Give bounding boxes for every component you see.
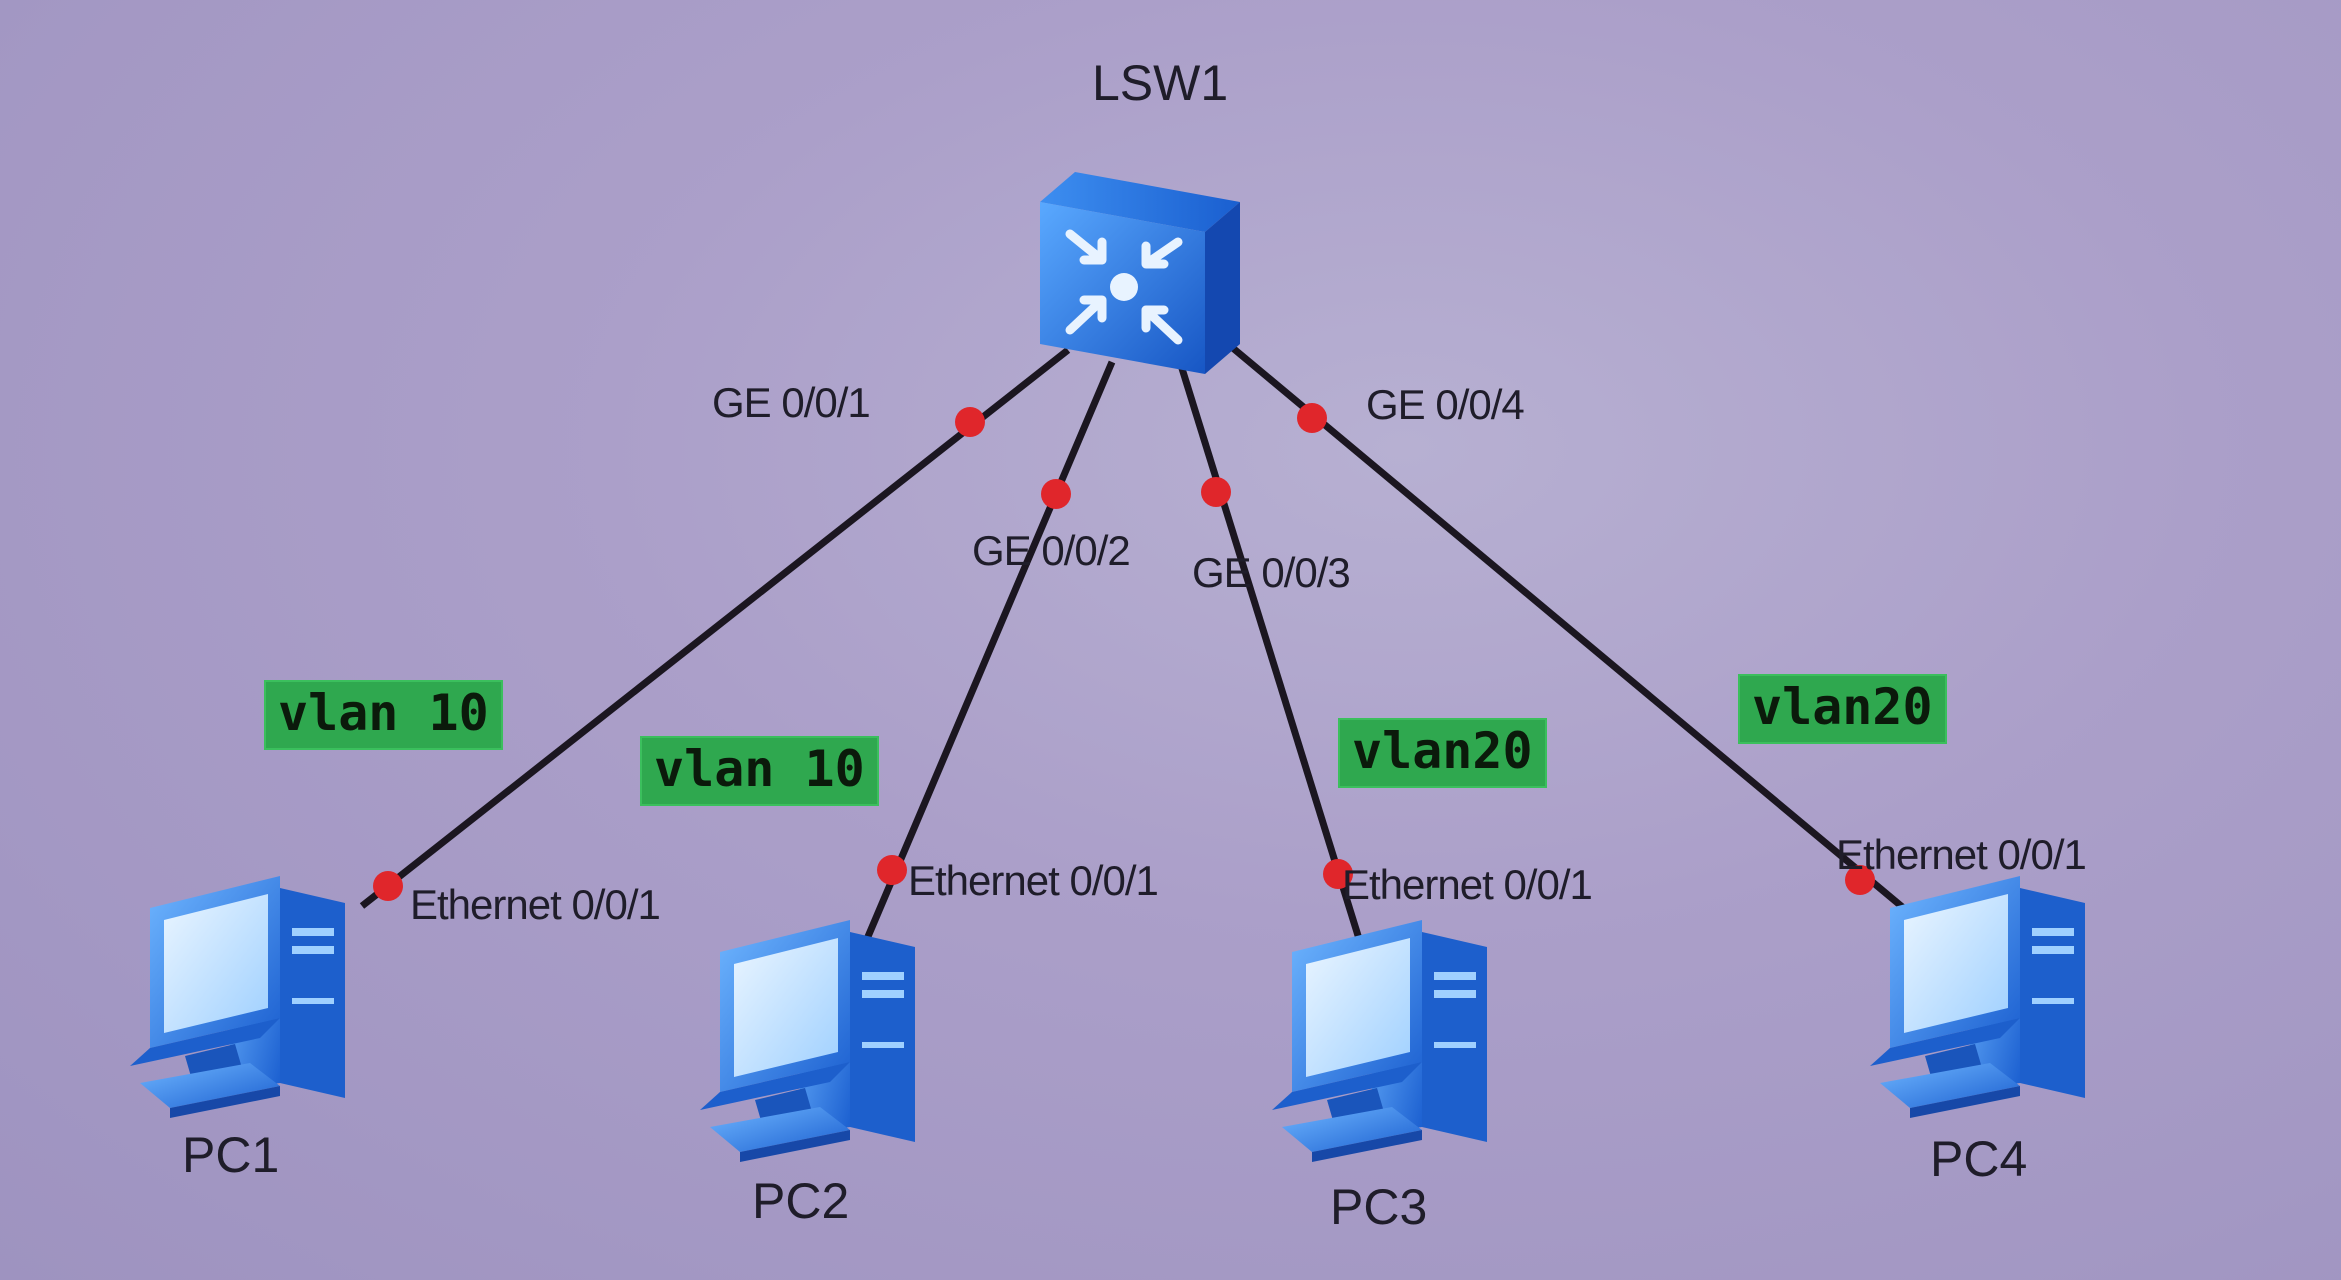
switch-port-label: GE 0/0/3 <box>1192 549 1351 596</box>
switch-port-label: GE 0/0/1 <box>712 379 871 426</box>
pc-port-label: Ethernet 0/0/1 <box>1836 831 2087 878</box>
port-dots-group <box>373 403 1875 901</box>
pc-icon[interactable] <box>700 920 915 1162</box>
vlan-tag: vlan 10 <box>640 736 879 806</box>
pc-port-label: Ethernet 0/0/1 <box>908 857 1159 904</box>
pc-port-label: Ethernet 0/0/1 <box>410 881 661 928</box>
port-dot <box>1041 479 1071 509</box>
vlan-tag: vlan20 <box>1338 718 1547 788</box>
vlan-tag: vlan20 <box>1738 674 1947 744</box>
port-dot <box>1297 403 1327 433</box>
pc-name: PC1 <box>182 1127 280 1183</box>
pc-name: PC3 <box>1330 1179 1428 1235</box>
switch-name: LSW1 <box>1092 55 1229 111</box>
switch-port-label: GE 0/0/2 <box>972 527 1131 574</box>
port-dot <box>1201 477 1231 507</box>
link-line[interactable] <box>1176 360 1364 944</box>
pc-name: PC4 <box>1930 1131 2028 1187</box>
pc-icon[interactable] <box>130 876 345 1118</box>
pc-icon[interactable] <box>1870 876 2085 1118</box>
port-dot <box>877 855 907 885</box>
link-line[interactable] <box>860 360 1116 948</box>
vlan-tag: vlan 10 <box>264 680 503 750</box>
switch-icon[interactable] <box>1040 172 1240 374</box>
switch-port-label: GE 0/0/4 <box>1366 381 1525 428</box>
port-dot <box>1845 865 1875 895</box>
port-dot <box>373 871 403 901</box>
port-dot <box>955 407 985 437</box>
pc-port-label: Ethernet 0/0/1 <box>1342 861 1593 908</box>
link-line[interactable] <box>359 347 1071 909</box>
port-dot <box>1323 859 1353 889</box>
link-line[interactable] <box>1225 341 1909 913</box>
pc-name: PC2 <box>752 1173 850 1229</box>
pc-icon[interactable] <box>1272 920 1487 1162</box>
links-group <box>359 341 1909 948</box>
